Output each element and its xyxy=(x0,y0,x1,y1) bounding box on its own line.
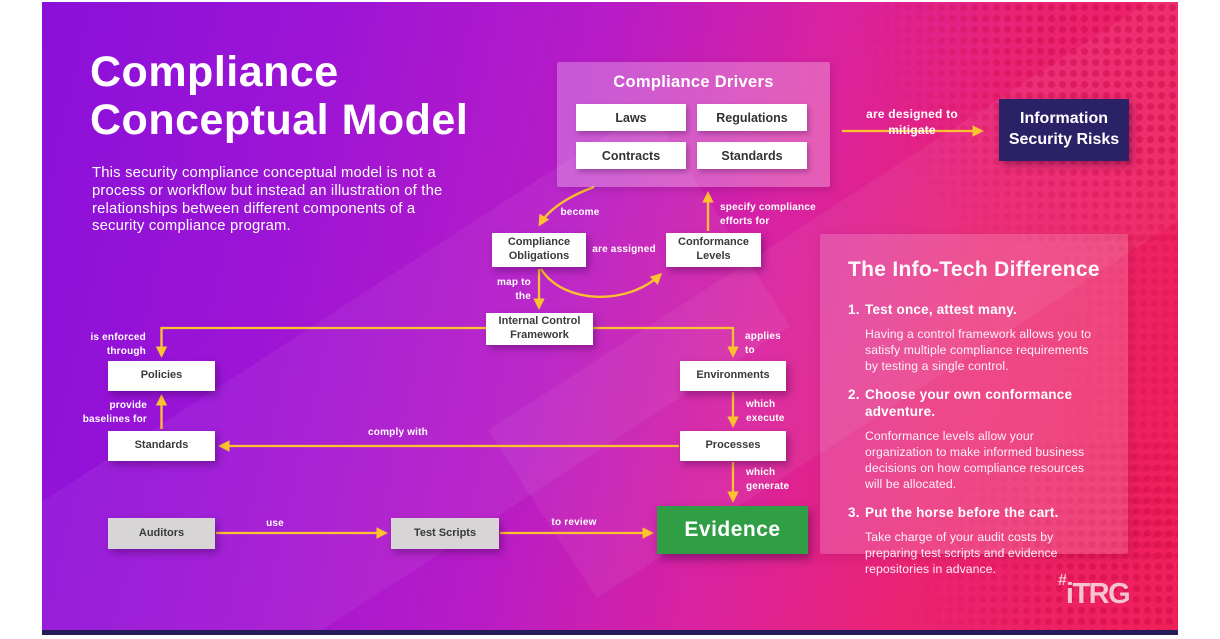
connector-arrows xyxy=(155,125,984,539)
driver-box-regulations: Regulations xyxy=(697,104,807,131)
isr-label-line1: Information xyxy=(1020,110,1108,128)
page-description: This security compliance conceptual mode… xyxy=(92,165,443,235)
edge-label-designed-to-mitigate: are designed to mitigate xyxy=(866,107,958,138)
edge-label-are-assigned: are assigned xyxy=(592,244,656,255)
node-processes: Processes xyxy=(680,431,786,461)
node-conformance-levels: Conformance Levels xyxy=(666,233,761,267)
node-standards: Standards xyxy=(108,431,215,461)
info-item-3-body: Take charge of your audit costs by prepa… xyxy=(865,530,1058,577)
info-item-2-number: 2. xyxy=(848,387,860,403)
info-item-2-heading: Choose your own conformance adventure. xyxy=(865,387,1073,420)
info-tech-difference-title: The Info-Tech Difference xyxy=(848,258,1100,281)
infographic-canvas: Compliance Conceptual Model This securit… xyxy=(42,2,1178,635)
info-item-3-heading: Put the horse before the cart. xyxy=(865,505,1059,521)
driver-box-contracts: Contracts xyxy=(576,142,686,169)
node-test-scripts: Test Scripts xyxy=(391,518,499,549)
page-title-line1: Compliance xyxy=(90,48,339,96)
edge-label-which-generate: which generate xyxy=(746,467,790,492)
itrg-logo: #iTRG xyxy=(1058,572,1131,611)
page-title-line2: Conceptual Model xyxy=(90,96,469,145)
node-environments: Environments xyxy=(680,361,786,391)
information-security-risks-box: Information Security Risks xyxy=(999,99,1129,161)
driver-box-standards: Standards xyxy=(697,142,807,169)
edge-label-applies-to: applies to xyxy=(745,331,781,356)
edge-label-use: use xyxy=(266,518,284,529)
info-item-2-body: Conformance levels allow your organizati… xyxy=(865,428,1085,492)
info-item-3: 3. Put the horse before the cart. Take c… xyxy=(848,505,1102,577)
info-tech-difference-panel: The Info-Tech Difference 1. Test once, a… xyxy=(820,234,1128,576)
node-evidence: Evidence xyxy=(657,506,808,554)
edge-label-to-review: to review xyxy=(551,517,597,528)
info-item-1: 1. Test once, attest many. Having a cont… xyxy=(848,302,1102,374)
itrg-logo-text: iTRG xyxy=(1065,578,1131,610)
info-item-3-number: 3. xyxy=(848,505,860,521)
node-auditors: Auditors xyxy=(108,518,215,549)
edge-label-map-to-the: map to the xyxy=(497,277,531,302)
edge-label-is-enforced-through: is enforced through xyxy=(90,332,146,357)
halftone-dots-bottom-right xyxy=(878,440,1178,630)
node-compliance-obligations: Compliance Obligations xyxy=(492,233,586,267)
info-item-1-number: 1. xyxy=(848,302,860,317)
halftone-dots-right-edge xyxy=(1028,232,1178,562)
info-item-1-body: Having a control framework allows you to… xyxy=(865,326,1092,374)
itrg-logo-hash: # xyxy=(1058,572,1067,589)
edge-label-which-execute: which execute xyxy=(746,399,785,424)
edge-label-comply-with: comply with xyxy=(368,427,428,438)
node-policies: Policies xyxy=(108,361,215,391)
driver-box-laws: Laws xyxy=(576,104,686,131)
compliance-drivers-title: Compliance Drivers xyxy=(613,73,774,91)
isr-label-line2: Security Risks xyxy=(1008,131,1120,148)
compliance-drivers-panel: Compliance Drivers Laws Regulations Cont… xyxy=(557,62,830,187)
edge-label-become: become xyxy=(560,207,600,218)
edge-label-provide-baselines-for: provide baselines for xyxy=(82,400,147,425)
edge-label-specify-compliance-efforts-for: specify compliance efforts for xyxy=(720,202,816,227)
info-item-2: 2. Choose your own conformance adventure… xyxy=(848,387,1102,492)
info-item-1-heading: Test once, attest many. xyxy=(865,302,1017,317)
page-title: Compliance Conceptual Model xyxy=(90,48,468,144)
node-internal-control-framework: Internal Control Framework xyxy=(486,313,593,345)
